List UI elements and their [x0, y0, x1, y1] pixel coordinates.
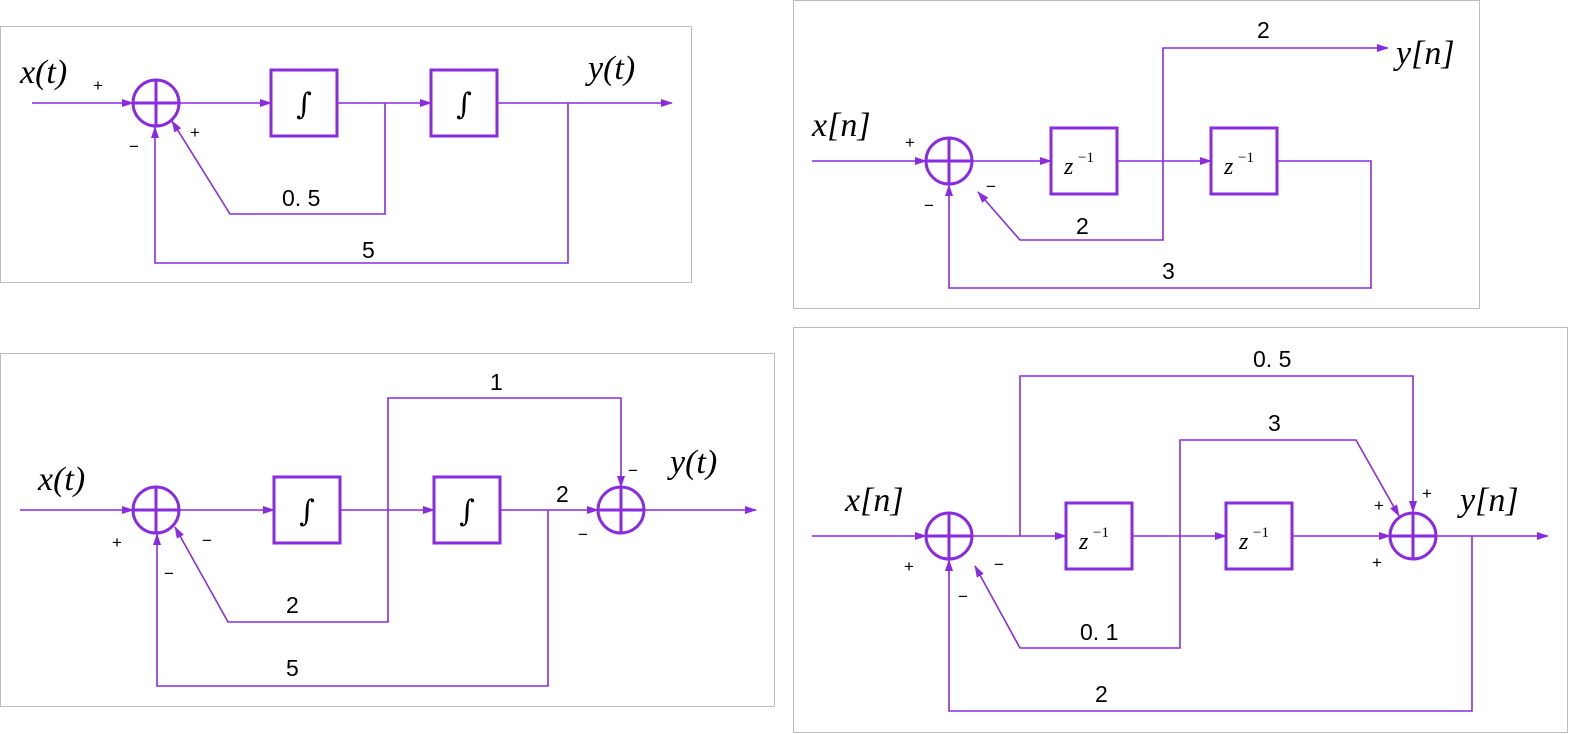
sum-sign-outer-feedback: −	[924, 196, 934, 215]
integrator-symbol-2: ∫	[456, 87, 472, 122]
feedback-path-outer	[153, 510, 549, 687]
feedback-path-outer	[945, 160, 1372, 289]
gain-label-inner: 2	[286, 592, 299, 618]
gain-label-inner: 0. 5	[282, 185, 320, 211]
sum-sign-input: +	[93, 76, 103, 95]
sum2-sign-diagonal: +	[1374, 496, 1384, 515]
integrator-symbol-2: ∫	[459, 494, 475, 529]
gain-label-feedforward: 1	[490, 369, 503, 395]
sum2-sign-top: −	[628, 461, 638, 480]
diagram-panel-top-left	[0, 26, 692, 283]
gain-label-outer: 3	[1162, 258, 1175, 284]
diagram-panel-top-right	[793, 0, 1480, 309]
diagram-top-right: z −1 z −1 x[n] y[n] + − − 2 2 3	[811, 17, 1455, 289]
sum1-sign-input: +	[112, 533, 122, 552]
input-signal-label: x(t)	[19, 54, 67, 91]
input-signal-label: x(t)	[37, 461, 85, 498]
delay-symbol-2: z	[1223, 154, 1234, 180]
feedforward-path	[387, 397, 625, 510]
output-signal-label: y(t)	[667, 444, 717, 481]
delay-exponent-1: −1	[1078, 150, 1094, 166]
output-signal-label: y(t)	[585, 50, 635, 87]
delay-exponent-2: −1	[1253, 525, 1269, 541]
gain-label-feedback-outer: 2	[1095, 681, 1108, 707]
gain-label-outer: 5	[286, 655, 299, 681]
gain-label-outer: 5	[362, 237, 375, 263]
delay-symbol-2: z	[1238, 529, 1249, 555]
sum-sign-input: +	[905, 133, 915, 152]
delay-symbol-1: z	[1063, 154, 1074, 180]
diagram-bottom-right: z −1 z −1 x[n] y[n] + − − + + + 0. 5 3 0…	[812, 346, 1549, 712]
feedback-path-inner	[977, 161, 1164, 241]
sum2-sign-top: +	[1422, 484, 1432, 503]
sum-sign-outer-feedback: −	[129, 137, 139, 156]
gain-label-feedback-inner: 0. 1	[1080, 619, 1118, 645]
sum2-sign-left: −	[578, 525, 588, 544]
gain-label-inner: 2	[1076, 213, 1089, 239]
feedforward-path-inner	[1179, 439, 1400, 536]
sum1-sign-outer-feedback: −	[164, 564, 174, 583]
gain-label-feedforward-inner: 3	[1268, 410, 1281, 436]
output-feedforward-path	[1162, 44, 1389, 161]
feedback-path-inner	[174, 510, 389, 623]
feedback-path-inner	[171, 103, 386, 215]
diagram-bottom-left: ∫ ∫ x(t) y(t) + − − − − 1 2 2 5	[20, 369, 757, 687]
sum-sign-inner-feedback: +	[190, 123, 200, 142]
output-signal-label: y[n]	[1393, 35, 1455, 72]
delay-symbol-1: z	[1078, 529, 1089, 555]
gain-label-output: 2	[1257, 17, 1270, 43]
output-signal-label: y[n]	[1457, 482, 1519, 519]
input-signal-label: x[n]	[811, 107, 871, 144]
sum2-sign-left: +	[1372, 553, 1382, 572]
gain-label-feedforward-outer: 0. 5	[1253, 346, 1291, 372]
integrator-symbol-1: ∫	[299, 494, 315, 529]
feedback-path-outer	[151, 103, 569, 264]
diagram-top-left: ∫ ∫ x(t) y(t) + + − 0. 5 5	[19, 50, 673, 264]
feedback-path-inner	[974, 536, 1181, 649]
integrator-symbol-1: ∫	[296, 87, 312, 122]
delay-exponent-1: −1	[1093, 525, 1109, 541]
sum1-sign-inner-feedback: −	[994, 555, 1004, 574]
gain-label-sum2-input: 2	[556, 481, 569, 507]
delay-exponent-2: −1	[1238, 150, 1254, 166]
sum1-sign-outer-feedback: −	[958, 587, 968, 606]
sum1-sign-input: +	[904, 557, 914, 576]
sum1-sign-inner-feedback: −	[202, 531, 212, 550]
input-signal-label: x[n]	[844, 482, 904, 519]
feedback-path-outer	[945, 536, 1473, 712]
sum-sign-inner-feedback: −	[986, 177, 996, 196]
feedforward-path-outer	[1019, 375, 1417, 536]
